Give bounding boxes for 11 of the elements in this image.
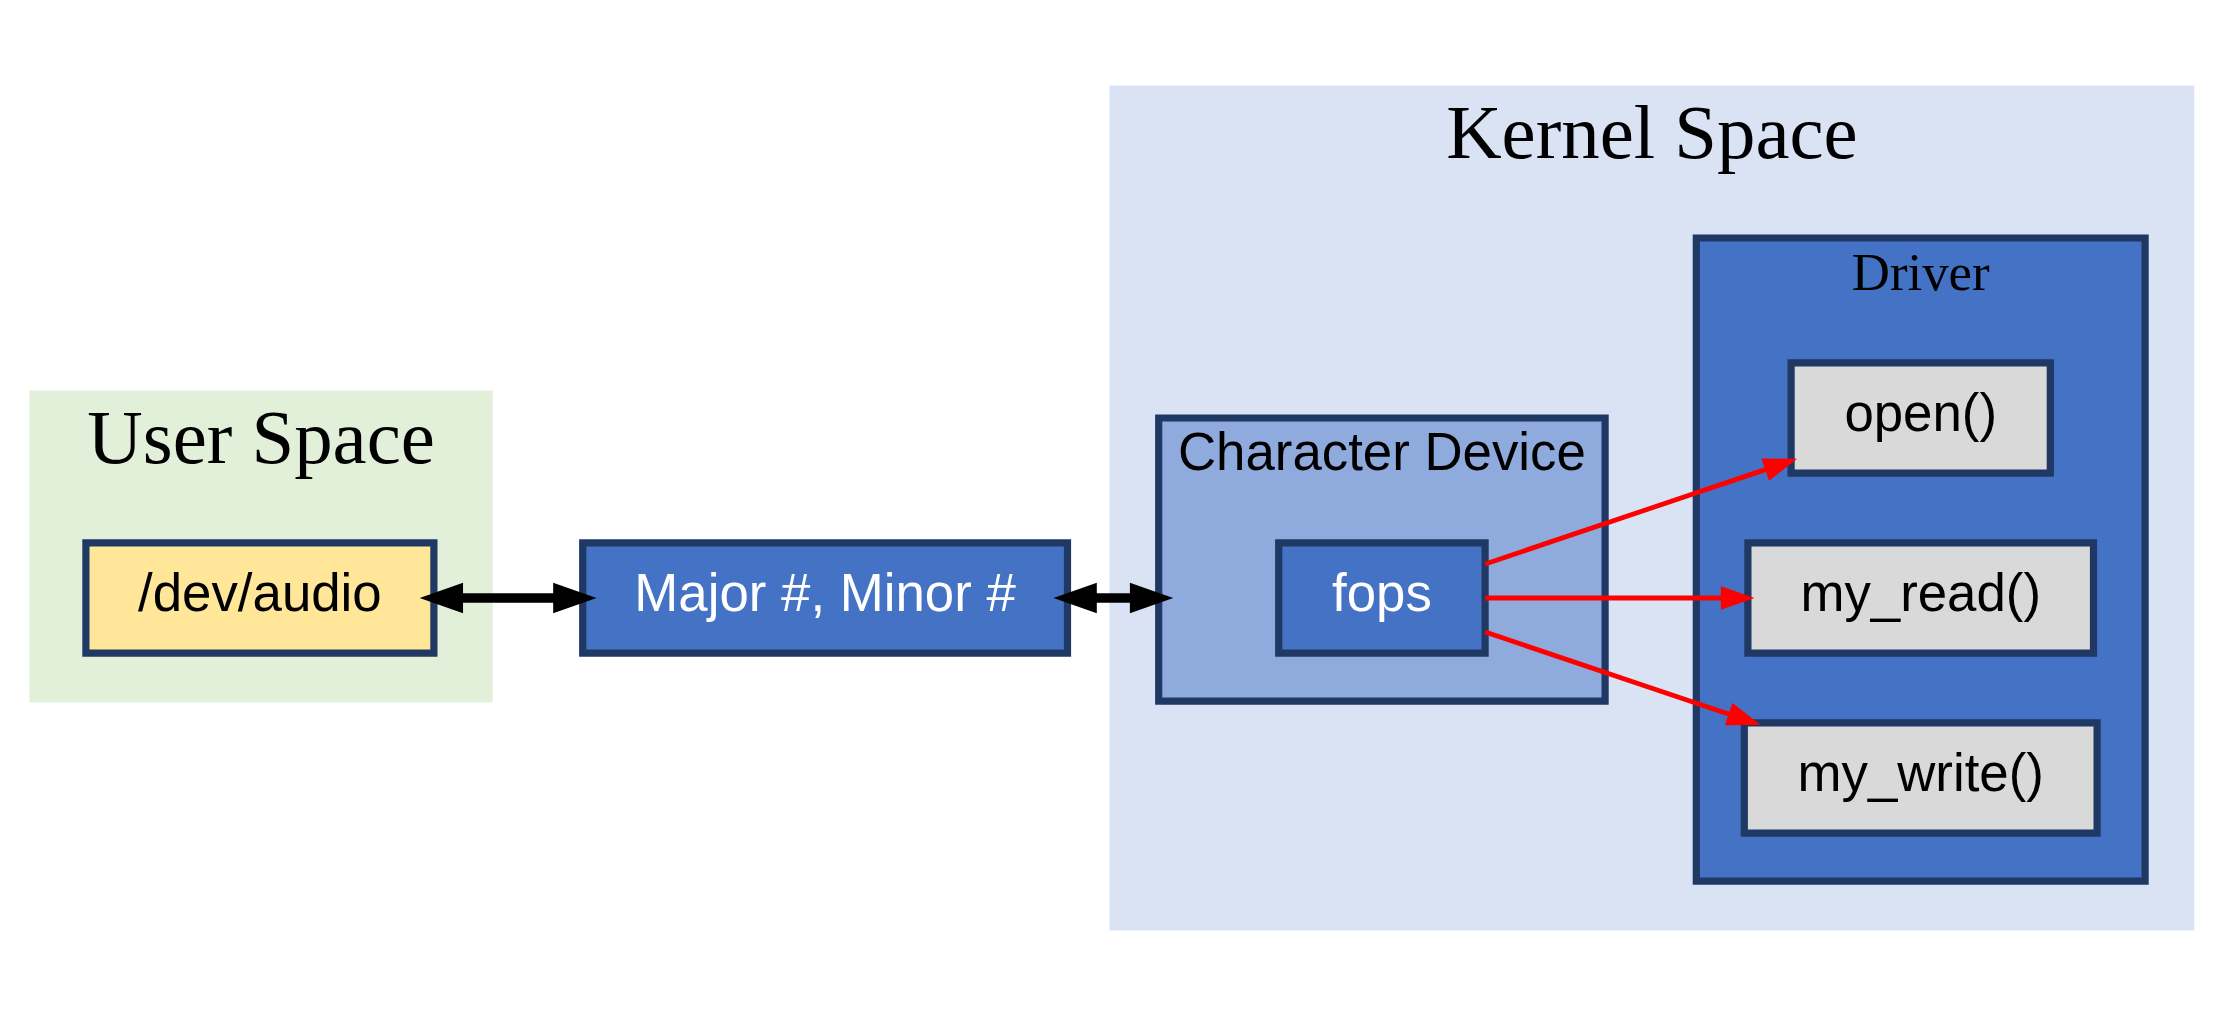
node-box: my_write(): [1740, 718, 2101, 837]
arrow: [1485, 585, 1755, 610]
node-box: Major #, Minor #: [579, 538, 1072, 657]
node-box: fops: [1275, 538, 1489, 657]
arrow: [1053, 582, 1174, 613]
node-box: my_read(): [1744, 538, 2098, 657]
arrow: [1484, 457, 1798, 566]
arrow: [1484, 629, 1761, 725]
node-box: /dev/audio: [82, 538, 438, 657]
arrow: [419, 582, 597, 613]
node-box: open(): [1787, 358, 2054, 477]
